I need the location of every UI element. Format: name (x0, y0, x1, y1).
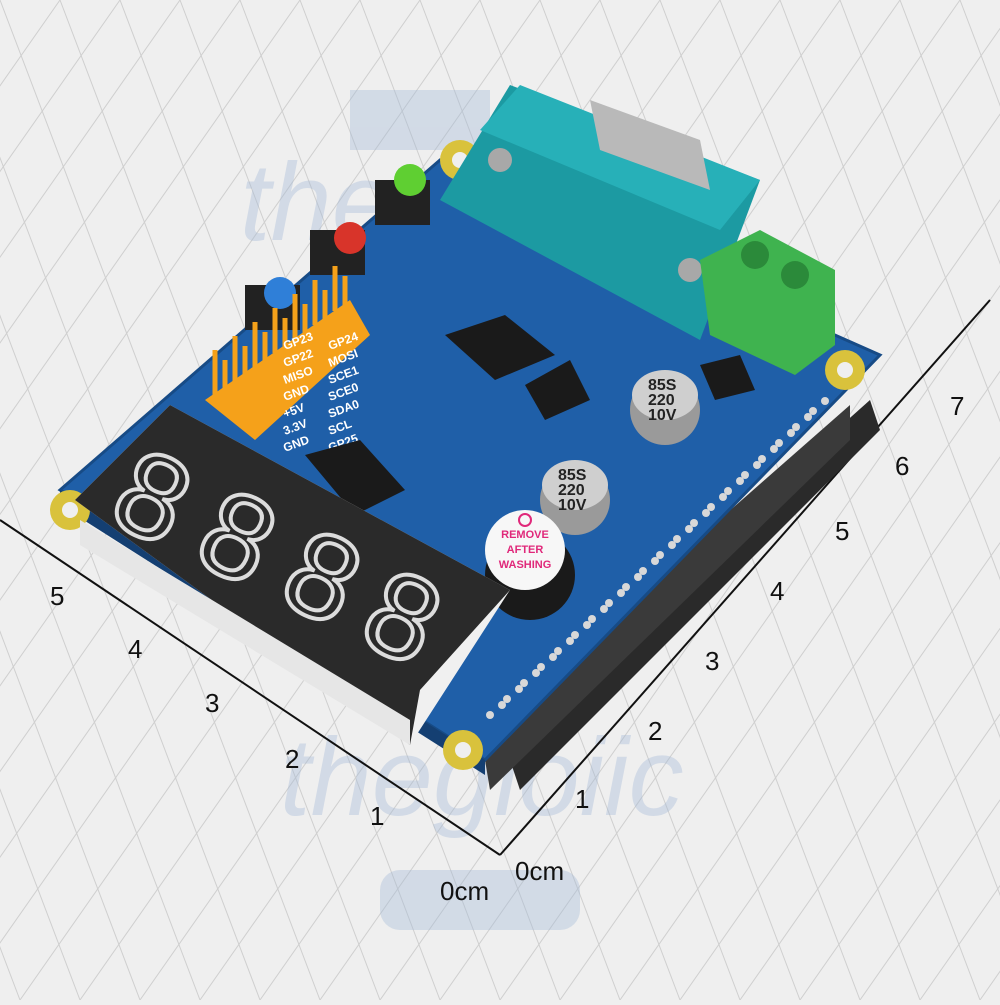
ruler-right-5: 5 (835, 516, 849, 546)
terminal-block (700, 230, 835, 375)
gpio-pin (719, 493, 727, 501)
ruler-right: 0cm 1 2 3 4 5 6 7 (515, 391, 964, 886)
ruler-left-0: 0cm (440, 876, 489, 906)
gpio-pin (600, 605, 608, 613)
gpio-pin (809, 407, 817, 415)
ruler-left-4: 4 (128, 634, 142, 664)
buzzer: REMOVE AFTER WASHING (485, 510, 575, 620)
ruler-right-1: 1 (575, 784, 589, 814)
gpio-pin (520, 679, 528, 687)
ruler-right-7: 7 (950, 391, 964, 421)
gpio-pin (554, 647, 562, 655)
gpio-pin (617, 589, 625, 597)
seven-segment-display: 8 8 8 8 (75, 405, 510, 745)
capacitor-1-line-2: 220 (648, 392, 675, 409)
gpio-pin (588, 615, 596, 623)
gpio-pin (503, 695, 511, 703)
capacitors: 85S 220 10V 85S 220 10V (540, 370, 700, 535)
gpio-pin (787, 429, 795, 437)
ruler-left-1: 1 (370, 801, 384, 831)
gpio-pin (639, 567, 647, 575)
ruler-right-2: 2 (648, 716, 662, 746)
pin-header-block (480, 405, 850, 790)
gpio-pin (583, 621, 591, 629)
ruler-left-3: 3 (205, 688, 219, 718)
capacitor-2-line-2: 220 (558, 482, 585, 499)
red-button[interactable] (334, 222, 366, 254)
gpio-pin (622, 583, 630, 591)
ic-chip-1 (445, 315, 555, 380)
buzzer-sticker (485, 510, 565, 590)
orange-pin-header (205, 266, 370, 440)
gpio-pin (690, 519, 698, 527)
gpio-pin (758, 455, 766, 463)
gpio-pin (498, 701, 506, 709)
gpio-pin (486, 711, 494, 719)
ruler-left-5: 5 (50, 581, 64, 611)
gpio-pin (702, 509, 710, 517)
gpio-pin (515, 685, 523, 693)
gpio-pin (707, 503, 715, 511)
db9-connector (440, 85, 760, 340)
capacitor-2-line-1: 85S (558, 467, 587, 484)
gpio-pin (656, 551, 664, 559)
gpio-pin (753, 461, 761, 469)
gpio-pin (770, 445, 778, 453)
gpio-pin (673, 535, 681, 543)
silkscreen-label: +5V (281, 400, 306, 421)
gpio-pin (821, 397, 829, 405)
buzzer-text-2: AFTER (507, 544, 544, 556)
ic-chip-3 (305, 440, 405, 515)
gpio-pins (486, 397, 829, 719)
gpio-pin (668, 541, 676, 549)
ruler-left-2: 2 (285, 744, 299, 774)
gpio-pin (792, 423, 800, 431)
gpio-pin (571, 631, 579, 639)
ruler-left: 0cm 1 2 3 4 5 (50, 581, 489, 906)
gpio-pin (532, 669, 540, 677)
ruler-right-4: 4 (770, 576, 784, 606)
capacitor-2-line-3: 10V (558, 497, 587, 514)
gpio-pin (775, 439, 783, 447)
gpio-pin (537, 663, 545, 671)
gpio-pin (804, 413, 812, 421)
green-button[interactable] (394, 164, 426, 196)
gpio-pin (549, 653, 557, 661)
capacitor-1-line-1: 85S (648, 377, 677, 394)
gpio-pin (724, 487, 732, 495)
buzzer-text-1: REMOVE (501, 529, 549, 541)
gpio-pin (566, 637, 574, 645)
gpio-pin (741, 471, 749, 479)
ruler-right-6: 6 (895, 451, 909, 481)
gpio-pin (634, 573, 642, 581)
ruler-lines (0, 299, 991, 856)
capacitor-1-line-3: 10V (648, 407, 677, 424)
gpio-pin (736, 477, 744, 485)
ic-chip-2 (525, 360, 590, 420)
blue-button[interactable] (264, 277, 296, 309)
ruler-right-0: 0cm (515, 856, 564, 886)
ic-chip-4 (700, 355, 755, 400)
gpio-pin (605, 599, 613, 607)
gpio-pin (685, 525, 693, 533)
gpio-pin (651, 557, 659, 565)
buzzer-text-3: WASHING (499, 559, 552, 571)
ic-chips (305, 315, 755, 515)
ruler-right-3: 3 (705, 646, 719, 676)
